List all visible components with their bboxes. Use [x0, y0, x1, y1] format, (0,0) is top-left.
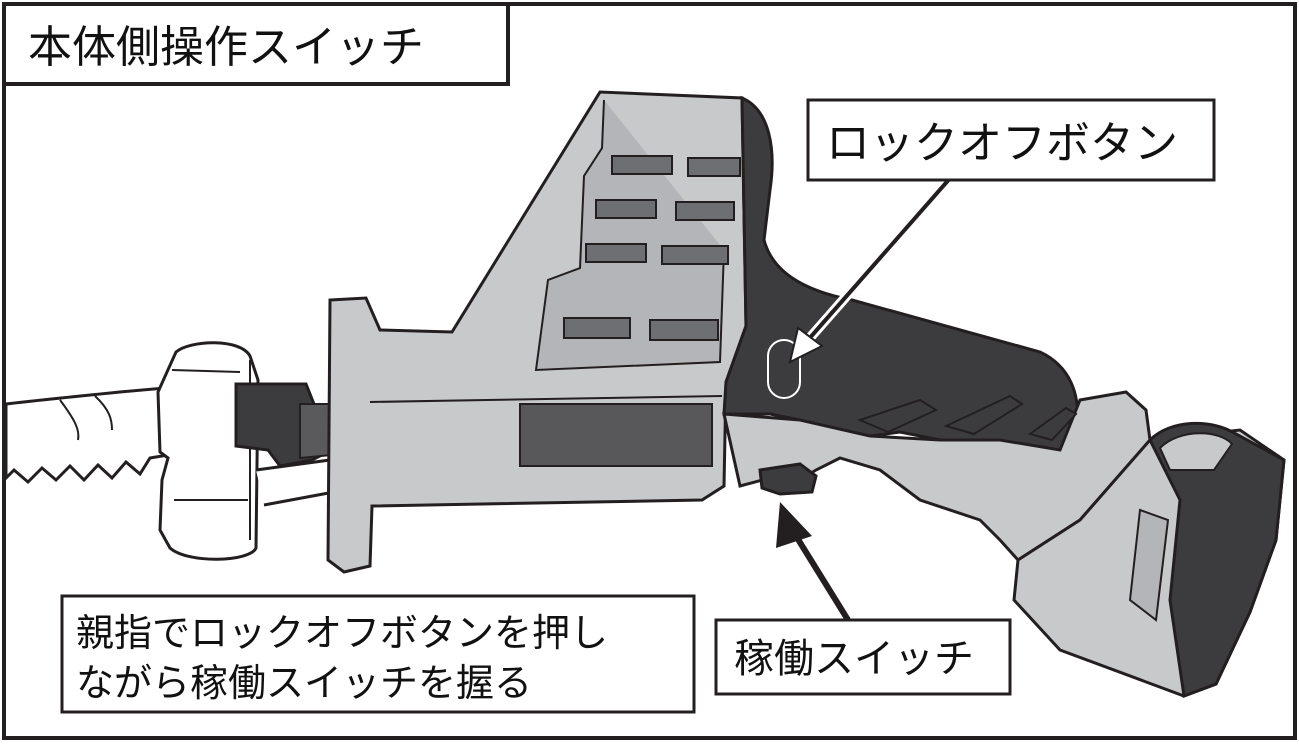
vent-slot [675, 201, 735, 221]
saw-blade [4, 386, 170, 485]
vent-slot [687, 157, 741, 177]
operation-switch [758, 462, 818, 496]
lock-off-label-box: ロックオフボタン [806, 98, 1216, 182]
instruction-line-2: ながら稼働スイッチを握る [76, 661, 532, 705]
vent-slot [563, 317, 631, 339]
vent-slot [595, 199, 657, 219]
instruction-line-1: 親指でロックオフボタンを押し [76, 611, 608, 655]
vent-slot [649, 319, 719, 341]
operation-switch-arrow [776, 502, 851, 622]
label-plate [519, 403, 713, 467]
vent-slot [661, 245, 729, 265]
lock-off-label: ロックオフボタン [826, 118, 1178, 169]
handle [722, 95, 1152, 562]
title-box: 本体側操作スイッチ [2, 2, 510, 86]
operation-switch-label: 稼働スイッチ [734, 636, 974, 682]
tool-body [326, 90, 748, 574]
vent-slot [611, 155, 673, 175]
instruction-box: 親指でロックオフボタンを押し ながら稼働スイッチを握る [60, 594, 696, 714]
battery-pack [1012, 421, 1286, 699]
page-title: 本体側操作スイッチ [28, 22, 424, 73]
operation-switch-label-box: 稼働スイッチ [714, 618, 1012, 696]
guide-shoe [156, 341, 336, 561]
vent-slot [585, 243, 647, 263]
lock-off-arrow [788, 172, 956, 364]
